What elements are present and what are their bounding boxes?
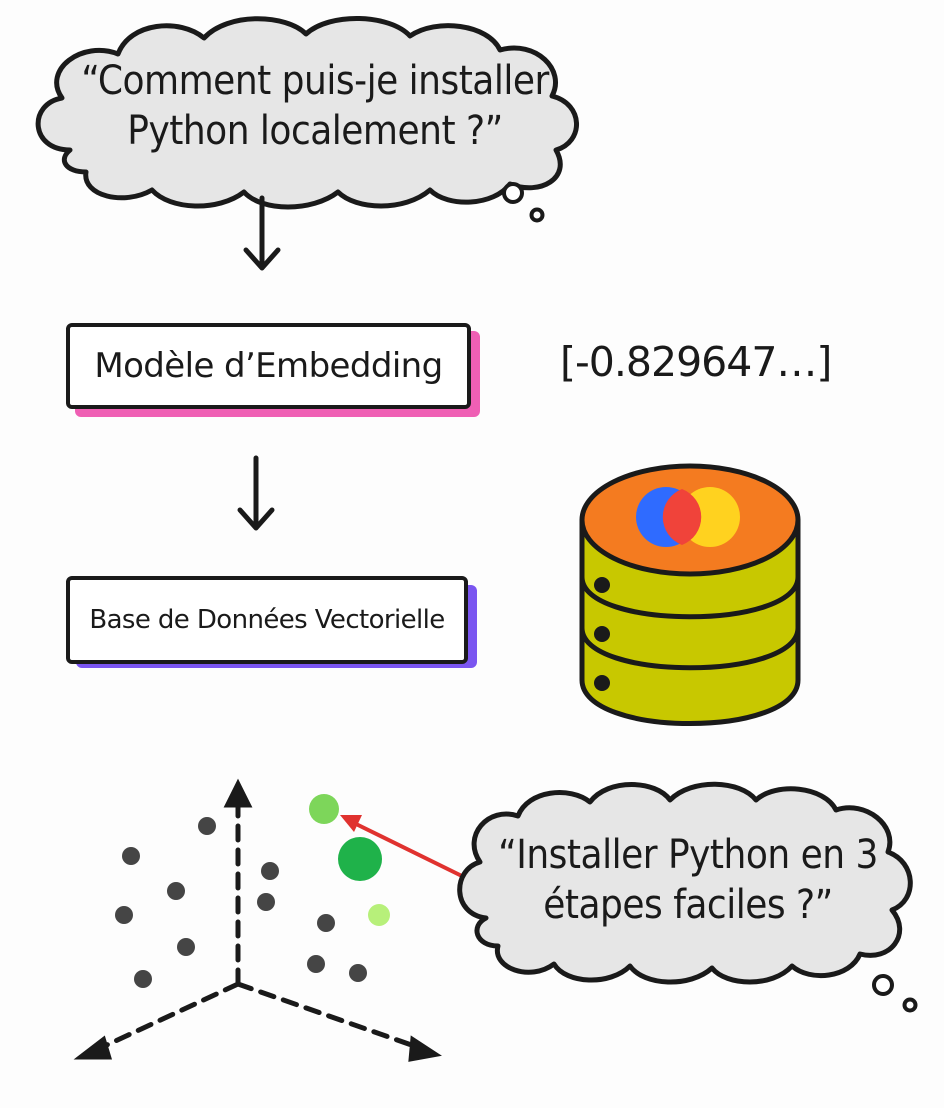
vector-database-box: Base de Données Vectorielle [66,576,468,664]
query-line-2: Python localement ?” [127,108,503,154]
result-line-1: “Installer Python en 3 [498,832,878,878]
query-thought-cloud [35,16,579,223]
result-thought-cloud [457,781,918,1013]
matched-vector-points [309,794,390,926]
flow-arrow-1 [243,195,281,271]
query-line-1: “Comment puis-je installer [81,58,549,104]
embedding-vector-readout: [-0.829647…] [560,338,832,386]
flow-arrow-2 [237,455,275,531]
query-text: “Comment puis-je installer Python locale… [70,56,560,156]
embedding-model-box: Modèle d’Embedding [66,323,471,409]
vector-space-axes [73,778,442,1062]
similarity-pointer-arrow [340,815,470,881]
vector-points [115,817,367,988]
database-logo-icon [636,487,740,547]
result-text: “Installer Python en 3 étapes faciles ?” [468,830,908,930]
vector-database-label: Base de Données Vectorielle [89,605,445,635]
database-icon [579,463,801,726]
embedding-model-label: Modèle d’Embedding [94,346,443,386]
result-line-2: étapes faciles ?” [543,882,833,928]
